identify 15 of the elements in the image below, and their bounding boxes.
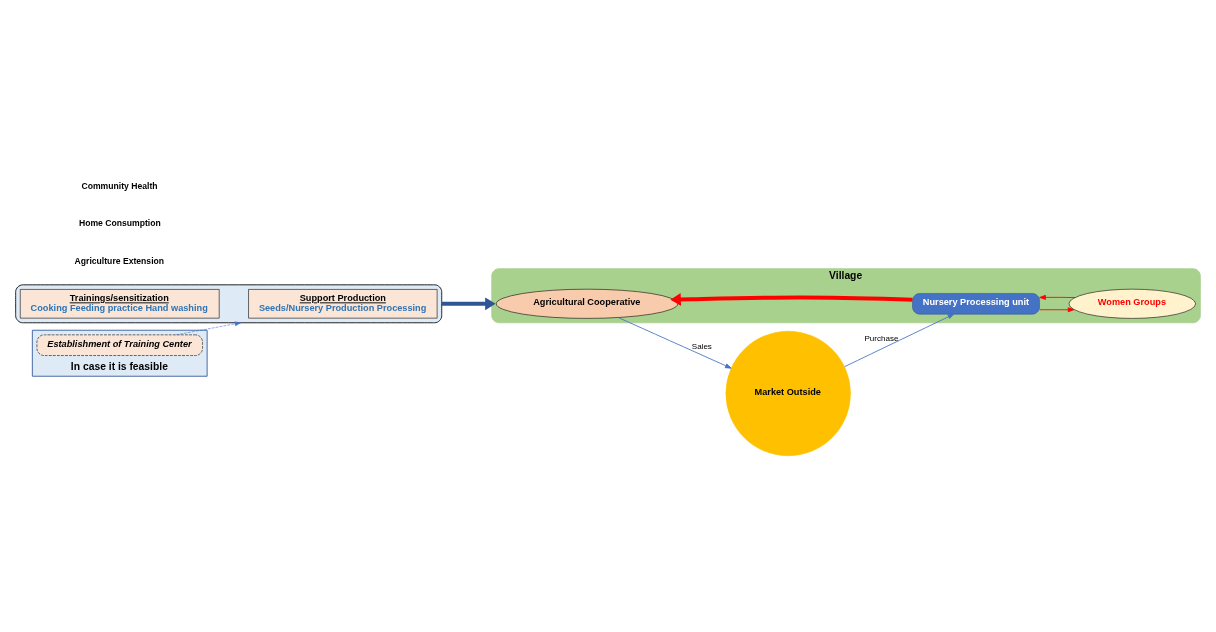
node-box: Nursery Processing unit (912, 292, 1040, 314)
node-box: Trainings/sensitization Cooking Feeding practice Hand washing (20, 288, 220, 318)
cluster (15, 283, 443, 323)
node-ellipse: Agricultural Cooperative (495, 288, 679, 319)
arrow (1039, 306, 1075, 312)
arrow (441, 296, 496, 310)
label: Home Consumption (78, 217, 161, 228)
label: Community Health (81, 180, 158, 191)
arrow (1039, 294, 1076, 300)
arrow (670, 292, 913, 306)
label: Agriculture Extension (74, 255, 165, 266)
arrow (844, 313, 955, 367)
node-box: Establishment of Training Center (36, 334, 203, 356)
node-box: Support Production Seeds/Nursery Production Processing (248, 288, 438, 318)
arrow (618, 316, 732, 369)
